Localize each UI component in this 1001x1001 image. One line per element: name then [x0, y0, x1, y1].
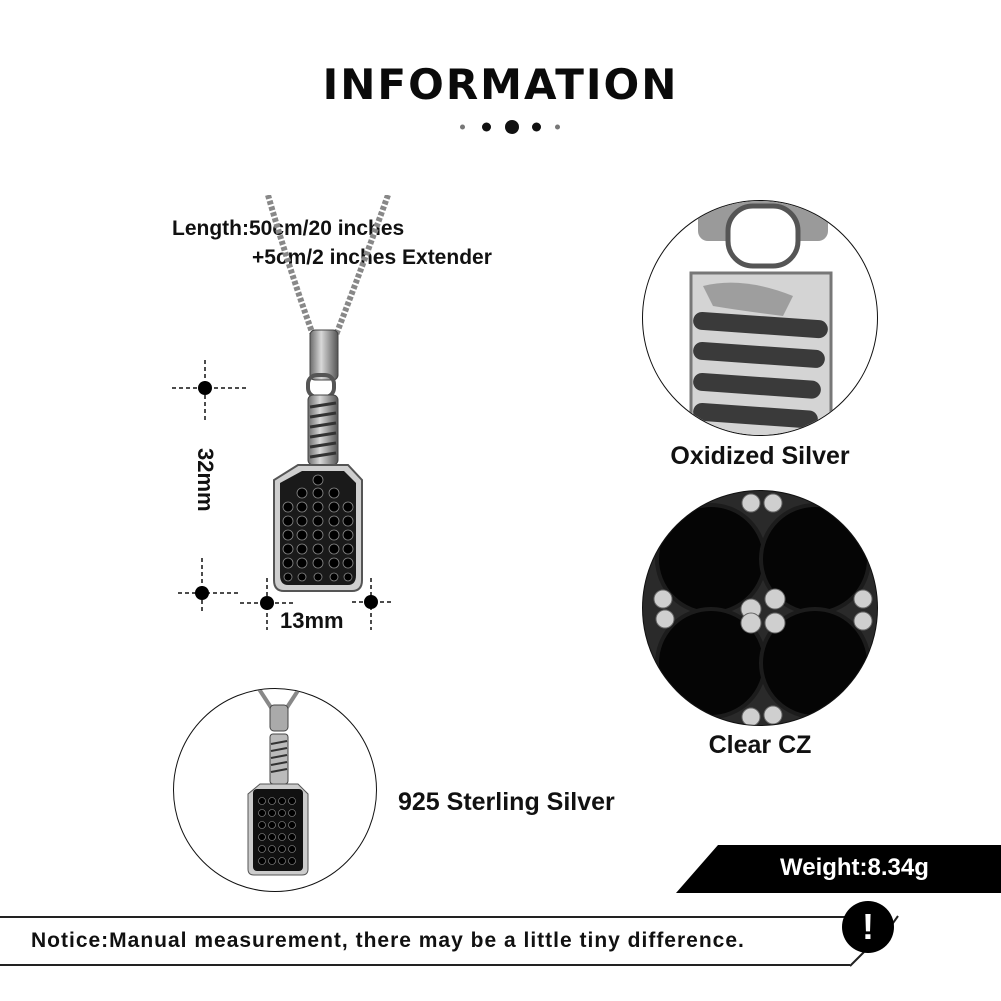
oxidized-silver-caption: Oxidized Silver: [670, 442, 850, 470]
oxidized-silver-icon: [689, 201, 833, 435]
weight-label: Weight:8.34g: [780, 854, 929, 881]
pendant-thumbnail-icon: [247, 689, 309, 876]
notice-bottom-rule: [0, 964, 850, 966]
page-title: INFORMATION: [322, 60, 679, 109]
length-spec: Length:50cm/20 inches +5cm/2 inches Exte…: [172, 214, 492, 272]
pendant-image: [265, 195, 391, 592]
height-dimension-label: 32mm: [193, 448, 218, 512]
clear-cz-caption: Clear CZ: [708, 731, 812, 759]
clear-cz-closeup: [642, 490, 878, 726]
weight-banner: Weight:8.34g: [676, 845, 1001, 893]
notice-top-rule: [0, 916, 850, 918]
length-line-2: +5cm/2 inches Extender: [252, 246, 492, 269]
notice-bar: Notice:Manual measurement, there may be …: [0, 916, 890, 966]
clear-cz-icon: [643, 491, 877, 725]
oxidized-silver-closeup: [642, 200, 878, 436]
notice-text: Notice:Manual measurement, there may be …: [31, 929, 745, 952]
sterling-silver-caption: 925 Sterling Silver: [398, 788, 615, 816]
width-dimension-label: 13mm: [280, 608, 344, 633]
exclamation-icon: !: [842, 901, 894, 953]
title-divider-dots: [455, 120, 565, 134]
length-line-1: Length:50cm/20 inches: [172, 217, 405, 240]
pendant-thumbnail: [173, 688, 377, 892]
